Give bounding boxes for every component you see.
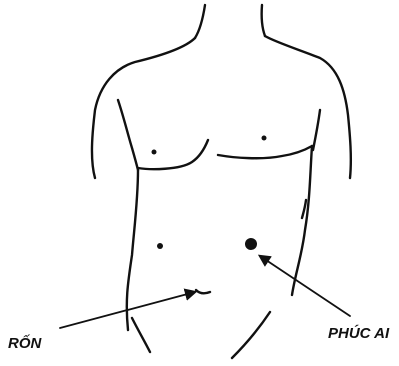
right-waist-outline [302, 200, 306, 218]
left-pectoral-outline [138, 140, 208, 169]
left-abdominal-point [157, 243, 163, 249]
left-groin-line [132, 318, 150, 352]
phuc-ai-label: PHÚC AI [328, 324, 390, 342]
right-armpit-outline [313, 110, 320, 150]
navel-label: RỐN [8, 334, 43, 352]
left-armpit-outline [118, 100, 138, 170]
phuc-ai-point [245, 238, 257, 250]
left-nipple [152, 150, 157, 155]
right-torso-outline [292, 146, 312, 295]
neck-right-outline [262, 5, 265, 36]
neck-left-outline [195, 5, 205, 38]
navel-mark [196, 290, 210, 293]
left-torso-outline [127, 170, 138, 330]
right-nipple [262, 136, 267, 141]
right-groin-line [232, 312, 270, 358]
left-shoulder-outline [92, 38, 195, 178]
right-pectoral-outline [218, 146, 312, 158]
phuc-ai-arrow [260, 256, 350, 316]
